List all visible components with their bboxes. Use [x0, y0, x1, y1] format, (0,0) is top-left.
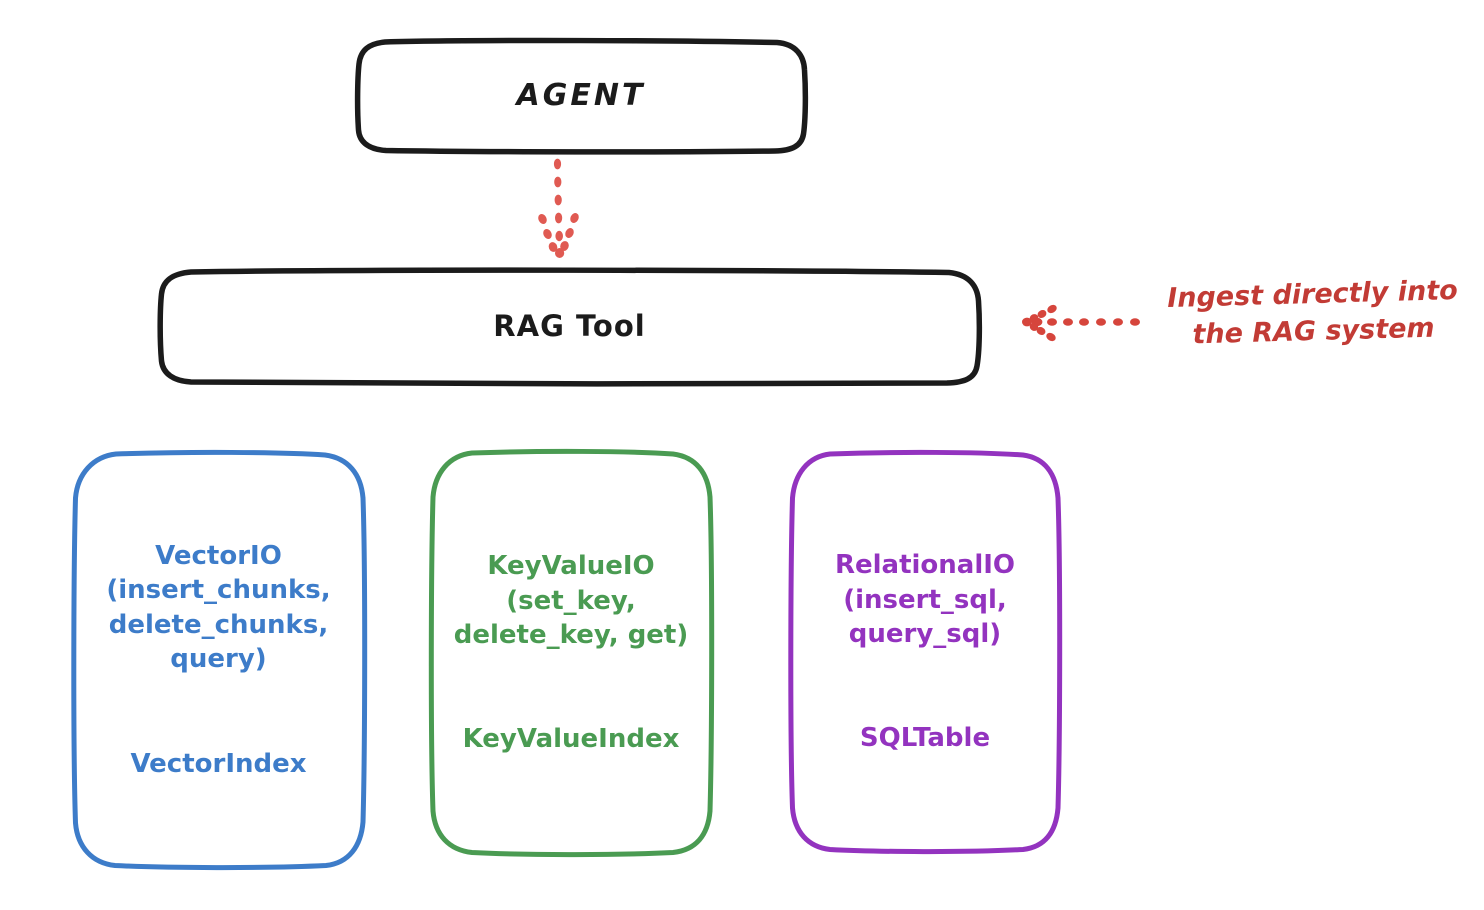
- vector-io-index-label: VectorIndex: [130, 748, 307, 779]
- node-rag-tool[interactable]: RAG Tool: [157, 267, 983, 387]
- node-vector-io-text: VectorIO (insert_chunks, delete_chunks, …: [106, 504, 330, 816]
- node-relational-io[interactable]: RelationalIO (insert_sql, query_sql) SQL…: [788, 449, 1063, 855]
- node-key-value-io-text: KeyValueIO (set_key, delete_key, get) Ke…: [454, 514, 689, 791]
- connector-agent-to-rag-tool: [538, 158, 579, 258]
- relational-io-api-label: RelationalIO (insert_sql, query_sql): [834, 550, 1016, 650]
- annotation-ingest-note: Ingest directly into the RAG system: [1166, 274, 1459, 351]
- node-relational-io-text: RelationalIO (insert_sql, query_sql) SQL…: [835, 513, 1015, 790]
- relational-io-index-label: SQLTable: [859, 723, 991, 754]
- node-rag-tool-label: RAG Tool: [493, 308, 646, 343]
- connector-note-to-rag-tool: [1022, 304, 1140, 342]
- vector-io-api-label: VectorIO (insert_chunks, delete_chunks, …: [106, 540, 331, 675]
- node-vector-io[interactable]: VectorIO (insert_chunks, delete_chunks, …: [70, 449, 368, 871]
- node-agent[interactable]: AGENT: [354, 37, 809, 155]
- key-value-io-index-label: KeyValueIndex: [462, 724, 680, 755]
- node-agent-label: AGENT: [516, 78, 646, 113]
- node-key-value-io[interactable]: KeyValueIO (set_key, delete_key, get) Ke…: [428, 448, 715, 858]
- key-value-io-api-label: KeyValueIO (set_key, delete_key, get): [453, 551, 689, 651]
